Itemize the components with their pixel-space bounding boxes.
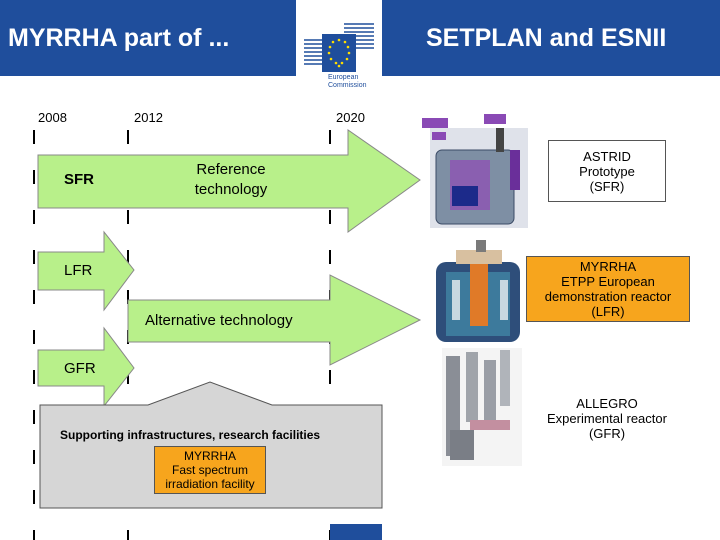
sfr-arrow: [37, 129, 421, 233]
myrrha-box-line2: Fast spectrum: [171, 463, 249, 477]
reference-line2: technology: [194, 181, 268, 198]
european-commission-logo: [296, 0, 382, 100]
allegro-line2: Experimental reactor: [547, 411, 667, 426]
sfr-label: SFR: [64, 171, 94, 188]
astrid-box: ASTRID Prototype (SFR): [548, 140, 666, 202]
astrid-line3: (SFR): [589, 178, 625, 194]
support-arrow: [39, 381, 383, 509]
myrrha-box-line1: MYRRHA: [183, 449, 236, 463]
title-right: SETPLAN and ESNII: [426, 24, 667, 52]
allegro-line3: (GFR): [588, 426, 626, 441]
support-label: Supporting infrastructures, research fac…: [60, 428, 321, 442]
allegro-label: ALLEGRO Experimental reactor (GFR): [532, 396, 682, 441]
gfr-arrow: [37, 326, 135, 408]
year-2012: 2012: [134, 110, 163, 125]
year-2008: 2008: [38, 110, 67, 125]
myrrha-etpp-line4: (LFR): [591, 304, 625, 319]
year-2020: 2020: [336, 110, 365, 125]
myrrha-etpp-line1: MYRRHA: [579, 259, 637, 274]
myrrha-reactor-image: [436, 240, 520, 342]
myrrha-etpp-box: MYRRHA ETPP European demonstration react…: [526, 256, 690, 322]
myrrha-etpp-line3: demonstration reactor: [544, 289, 672, 304]
header-banner-left: [0, 0, 296, 76]
header-banner-right: [382, 0, 720, 76]
alternative-technology-arrow: [127, 274, 422, 366]
myrrha-fast-spectrum-box: MYRRHA Fast spectrum irradiation facilit…: [154, 446, 266, 494]
reference-line1: Reference: [196, 161, 266, 178]
myrrha-box-line3: irradiation facility: [165, 477, 255, 491]
reference-technology-label: Reference technology: [170, 160, 292, 200]
alternative-technology-label: Alternative technology: [145, 312, 293, 329]
astrid-reactor-image: [422, 114, 528, 228]
logo-text-line2: Commission: [328, 82, 367, 89]
allegro-line1: ALLEGRO: [576, 396, 638, 411]
allegro-reactor-image: [442, 348, 522, 466]
footer-strip: [330, 524, 382, 540]
myrrha-etpp-line2: ETPP European: [561, 274, 655, 289]
astrid-line1: ASTRID: [583, 148, 631, 164]
title-left: MYRRHA part of ...: [8, 24, 230, 52]
lfr-arrow: [37, 230, 135, 312]
astrid-line2: Prototype: [579, 163, 635, 179]
logo-text: European Commission: [328, 74, 367, 90]
lfr-label: LFR: [64, 262, 93, 279]
gfr-label: GFR: [64, 360, 96, 377]
logo-text-line1: European: [328, 74, 359, 81]
